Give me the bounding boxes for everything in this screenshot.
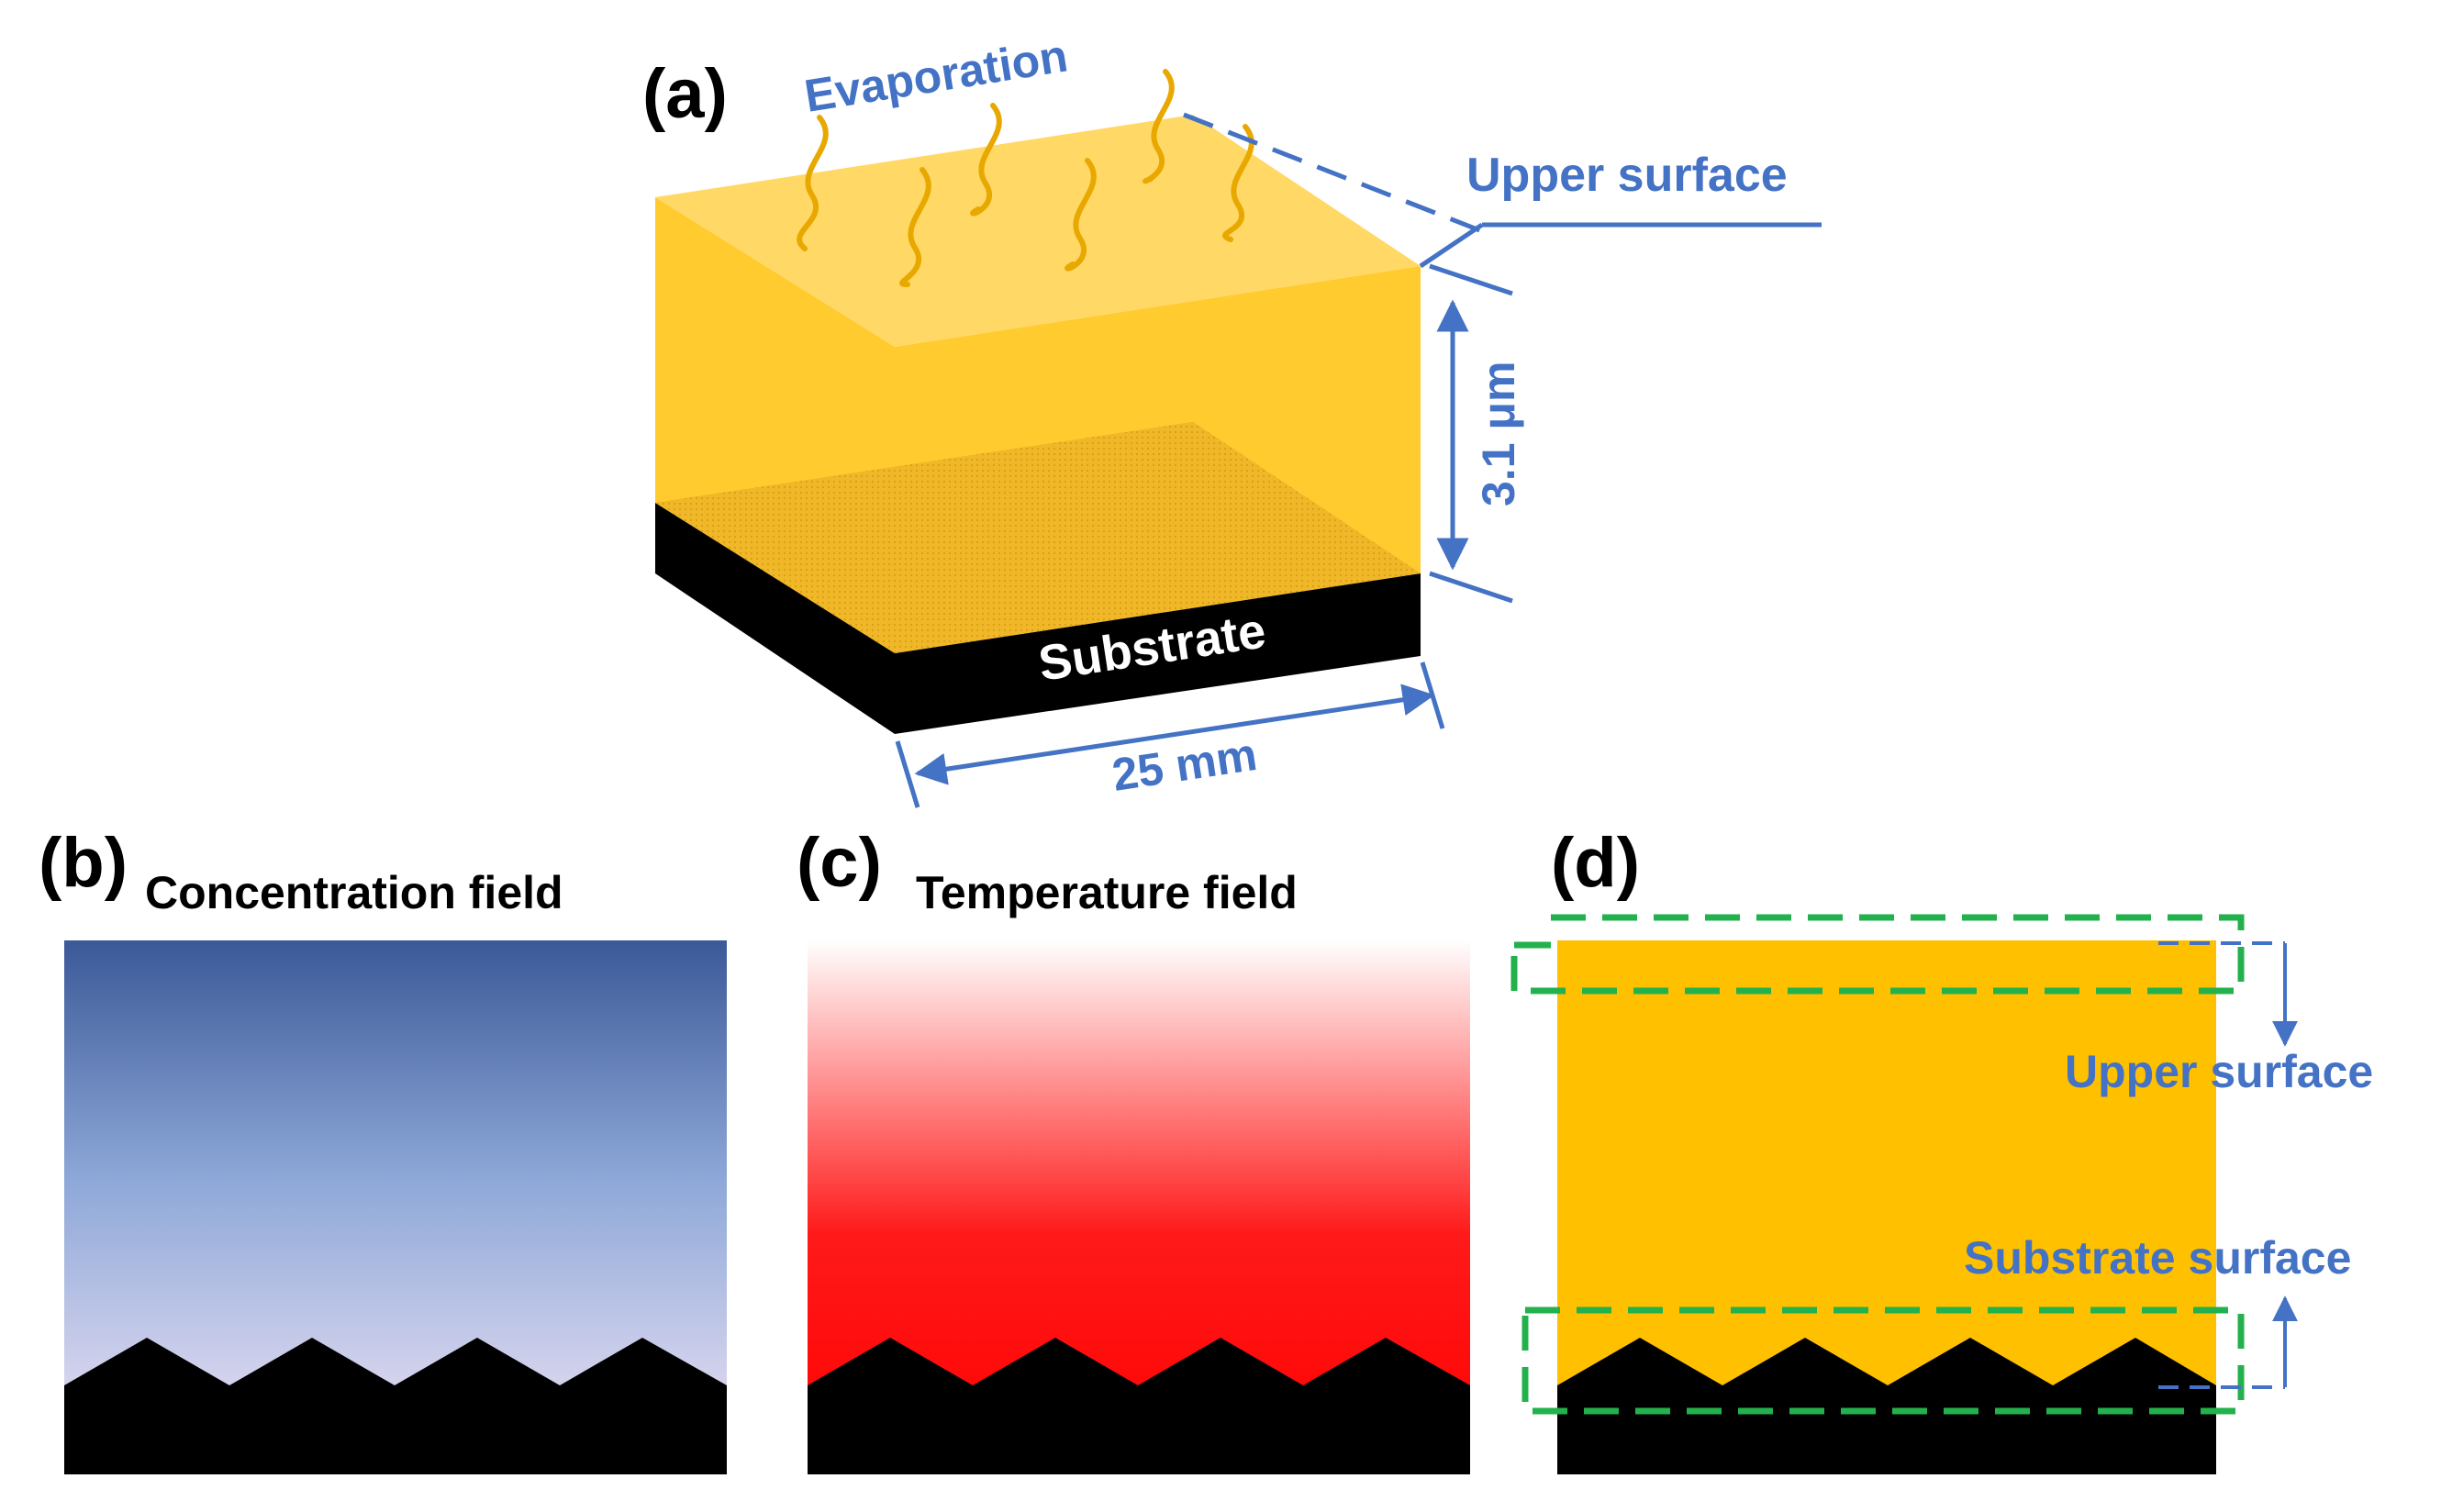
evaporation-wave: [1064, 158, 1097, 272]
substrate-surface-label-d: Substrate surface: [1964, 1232, 2351, 1284]
panel-b: (b) Concentration field: [39, 824, 727, 1474]
evaporation-wave: [899, 167, 931, 287]
thickness-label: 3.1 μm: [1473, 361, 1524, 506]
upper-surface-callout-d: [2158, 941, 2298, 1047]
panel-b-label: (b): [39, 824, 128, 902]
film-upper-surface: [655, 115, 1421, 347]
substrate-profile-d: [1557, 1338, 2216, 1474]
panel-c: (c) Temperature field: [797, 824, 1470, 1474]
upper-surface-callout-a: Upper surface: [1183, 112, 1822, 269]
evaporation-wave: [1142, 69, 1175, 184]
thickness-dimension: [1429, 263, 1513, 604]
upper-surface-label-d: Upper surface: [2065, 1046, 2373, 1097]
substrate-surface-callout-d: [2158, 1295, 2298, 1389]
concentration-title: Concentration field: [145, 867, 563, 918]
panel-d: (d) Upper surface Substrate surface: [1510, 824, 2373, 1474]
panel-a-label: (a): [642, 55, 728, 133]
evaporation-wave: [1222, 124, 1254, 242]
panel-d-label: (d): [1551, 824, 1640, 902]
evaporation-wave: [970, 103, 1002, 217]
width-dimension: [895, 662, 1445, 808]
substrate-profile-c: [808, 1338, 1470, 1474]
evaporation-waves: [797, 69, 1254, 287]
substrate-surface-mesh: [655, 422, 1421, 653]
temperature-title: Temperature field: [916, 867, 1298, 918]
film-block: [655, 115, 1421, 653]
evaporation-wave: [797, 115, 829, 251]
panel-a: (a) Substrate Evaporation: [642, 29, 1822, 808]
upper-surface-label-a: Upper surface: [1466, 149, 1788, 202]
upper-surface-region: [1510, 914, 2245, 995]
substrate-profile-b: [64, 1338, 727, 1474]
panel-c-label: (c): [797, 824, 882, 902]
evaporation-label: Evaporation: [801, 29, 1071, 122]
